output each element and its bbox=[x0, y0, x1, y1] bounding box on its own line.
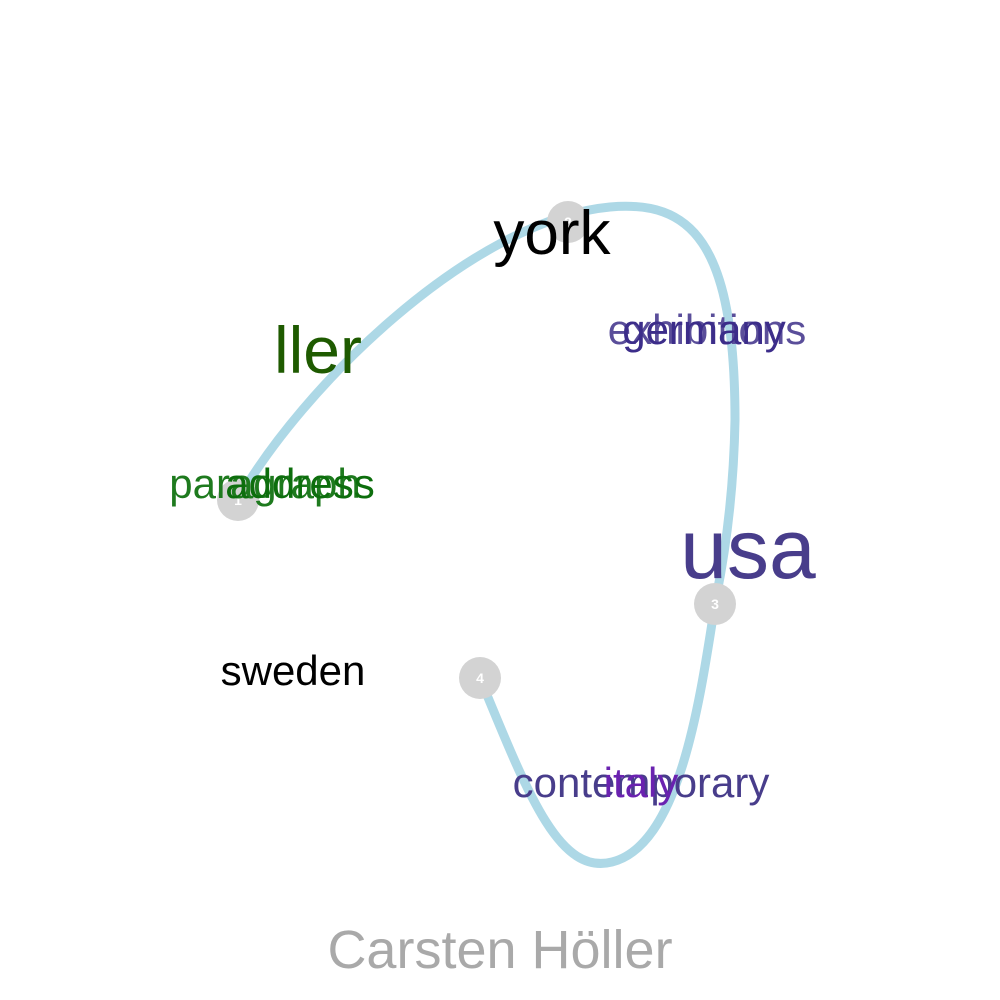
diagram-title: Carsten Höller bbox=[327, 920, 672, 980]
node-2-circle bbox=[547, 201, 589, 243]
node-3-label: 3 bbox=[711, 596, 719, 612]
word-ller: ller bbox=[274, 313, 362, 387]
node-2-label: 2 bbox=[564, 214, 572, 230]
word-germany: germany bbox=[622, 306, 785, 353]
word-york: york bbox=[493, 199, 611, 268]
node-1-label: 1 bbox=[234, 492, 242, 508]
node-path-curve bbox=[233, 201, 740, 868]
node-4-circle bbox=[459, 657, 501, 699]
node-4: 4 bbox=[459, 657, 501, 699]
node-4-label: 4 bbox=[476, 670, 484, 686]
word-address: address bbox=[225, 460, 374, 507]
node-3: 3 bbox=[694, 583, 736, 625]
word-italy: italy bbox=[604, 759, 679, 806]
node-1: 1 bbox=[217, 479, 259, 521]
node-3-circle bbox=[694, 583, 736, 625]
word-contemporary: contemporary bbox=[513, 759, 770, 806]
word-paragraph: paragraph bbox=[169, 460, 360, 507]
word-usa: usa bbox=[680, 502, 816, 596]
node-2: 2 bbox=[547, 201, 589, 243]
node-1-circle bbox=[217, 479, 259, 521]
word-exhibitions: exhibitions bbox=[608, 306, 806, 353]
word-sweden: sweden bbox=[221, 647, 366, 694]
